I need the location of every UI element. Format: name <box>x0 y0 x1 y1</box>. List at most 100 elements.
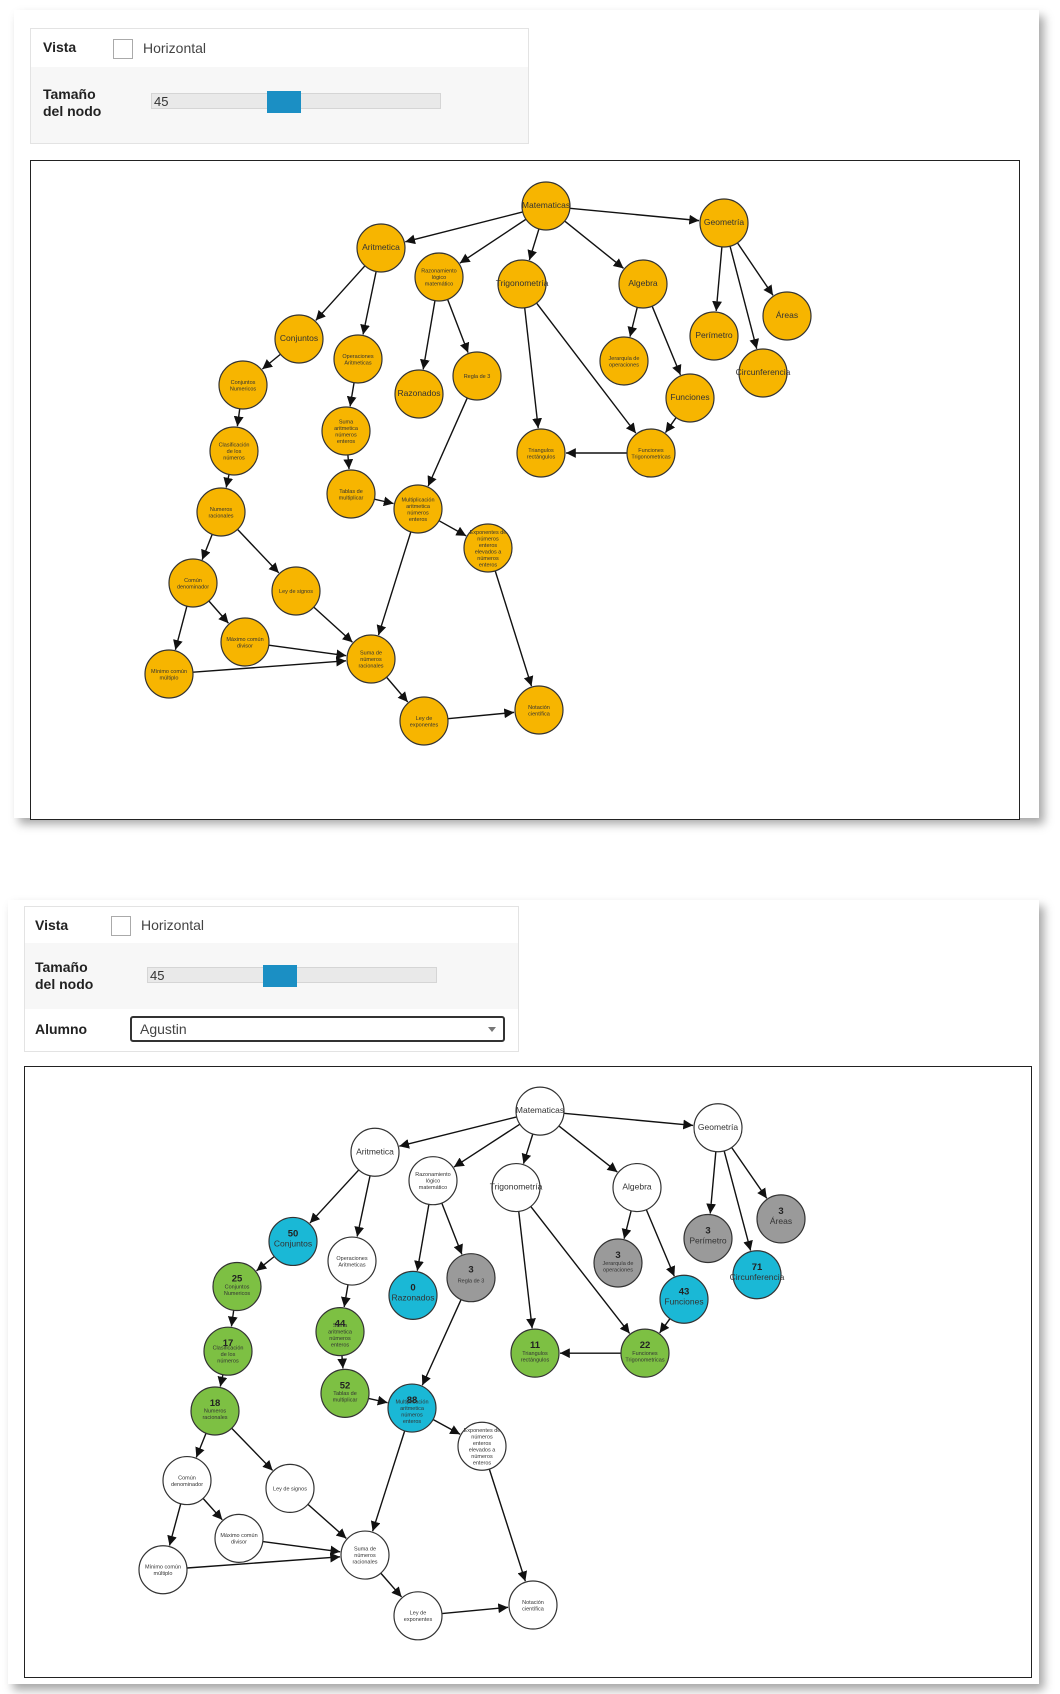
node-circle[interactable] <box>387 1383 437 1433</box>
node-circle[interactable] <box>340 1530 390 1580</box>
node-circle[interactable] <box>203 1326 253 1376</box>
node-circle[interactable] <box>399 696 449 746</box>
node-circle[interactable] <box>212 1261 262 1312</box>
node-geometria[interactable]: Geometría <box>693 1103 743 1153</box>
node-areas[interactable]: Áreas <box>762 291 812 341</box>
node-circle[interactable] <box>350 1127 400 1177</box>
node-circle[interactable] <box>515 1086 565 1136</box>
node-circle[interactable] <box>593 1238 643 1288</box>
node-circle[interactable] <box>388 1270 438 1320</box>
node-ley-signos[interactable]: Ley de signos <box>265 1463 315 1513</box>
node-circle[interactable] <box>521 181 571 231</box>
node-circle[interactable] <box>168 558 218 608</box>
node-circle[interactable] <box>414 252 464 302</box>
node-circle[interactable] <box>138 1545 188 1595</box>
node-size-slider[interactable]: 45 <box>151 91 441 113</box>
node-circle[interactable] <box>265 1463 315 1513</box>
node-circle[interactable] <box>218 360 268 410</box>
node-algebra[interactable]: Algebra <box>612 1162 662 1213</box>
node-circle[interactable] <box>394 369 444 419</box>
node-circle[interactable] <box>516 428 566 478</box>
node-circle[interactable] <box>209 426 259 476</box>
node-circle[interactable] <box>620 1328 670 1378</box>
node-funciones[interactable]: Funciones <box>665 373 715 423</box>
node-circle[interactable] <box>699 198 749 248</box>
node-matematicas[interactable]: Matematicas <box>521 181 571 231</box>
slider-handle[interactable] <box>267 91 301 113</box>
node-circle[interactable] <box>618 259 668 309</box>
node-circle[interactable] <box>220 617 270 667</box>
horizontal-checkbox[interactable] <box>113 39 133 59</box>
node-trigonometria[interactable]: Trigonometría <box>490 1162 543 1213</box>
node-circle[interactable] <box>497 259 547 309</box>
node-circle[interactable] <box>346 634 396 684</box>
node-circle[interactable] <box>274 314 324 364</box>
node-circle[interactable] <box>446 1253 496 1303</box>
node-circle[interactable] <box>683 1213 733 1264</box>
node-circle[interactable] <box>508 1580 558 1630</box>
node-circle[interactable] <box>320 1368 370 1418</box>
node-circle[interactable] <box>491 1162 541 1213</box>
node-circle[interactable] <box>162 1455 212 1506</box>
node-circle[interactable] <box>452 351 502 401</box>
node-circle[interactable] <box>457 1421 507 1471</box>
node-circle[interactable] <box>732 1250 782 1300</box>
student-select[interactable]: Agustin <box>130 1016 505 1042</box>
node-geometria[interactable]: Geometría <box>699 198 749 248</box>
node-trigonometria[interactable]: Trigonometría <box>496 259 549 309</box>
node-circle[interactable] <box>626 428 676 478</box>
node-circle[interactable] <box>599 336 649 386</box>
node-circle[interactable] <box>393 1591 443 1641</box>
slider-handle[interactable] <box>263 965 297 987</box>
node-circle[interactable] <box>321 406 371 456</box>
node-razonados[interactable]: Razonados <box>394 369 444 419</box>
node-circle[interactable] <box>327 1236 377 1286</box>
node-matematicas[interactable]: Matematicas <box>515 1086 565 1136</box>
node-circle[interactable] <box>665 373 715 423</box>
node-circle[interactable] <box>756 1194 806 1244</box>
node-perimetro[interactable]: Perímetro <box>689 311 739 361</box>
node-circle[interactable] <box>408 1156 458 1206</box>
node-circle[interactable] <box>693 1103 743 1153</box>
node-circle[interactable] <box>356 223 406 273</box>
node-aritmetica[interactable]: Aritmetica <box>350 1127 400 1177</box>
node-circle[interactable] <box>268 1216 318 1267</box>
node-circle[interactable] <box>271 566 321 616</box>
